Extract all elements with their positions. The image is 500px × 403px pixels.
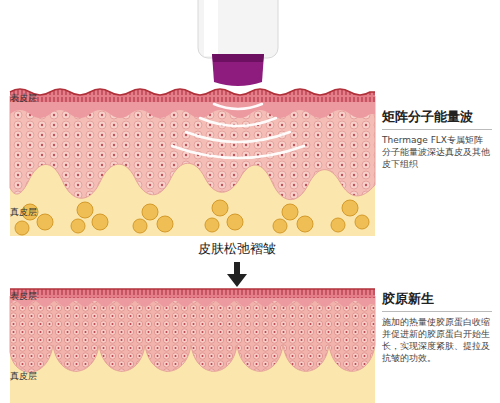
- layer-label: 表皮层: [10, 92, 37, 105]
- down-arrow: [227, 262, 247, 287]
- applicator: [198, 0, 278, 86]
- layer-label: 真皮层: [10, 370, 37, 383]
- layer-label: 真皮层: [10, 206, 37, 219]
- info-panel: 胶原新生施加的热量使胶原蛋白收缩并促进新的胶原蛋白开始生长，实现深度紧肤、提拉及…: [382, 290, 492, 365]
- panel-heading: 胶原新生: [382, 290, 492, 312]
- panel-heading: 矩阵分子能量波: [382, 108, 492, 130]
- layer-label: 表皮层: [10, 290, 37, 303]
- panel-body: Thermage FLX专属矩阵分子能量波深达真皮及其他皮下组织: [382, 134, 492, 170]
- info-panel: 矩阵分子能量波 Thermage FLX专属矩阵分子能量波深达真皮及其他皮下组织: [382, 108, 492, 170]
- panel-body: 施加的热量使胶原蛋白收缩并促进新的胶原蛋白开始生长，实现深度紧肤、提拉及抗皱的功…: [382, 316, 492, 365]
- stage-caption: 皮肤松弛褶皱: [198, 240, 276, 258]
